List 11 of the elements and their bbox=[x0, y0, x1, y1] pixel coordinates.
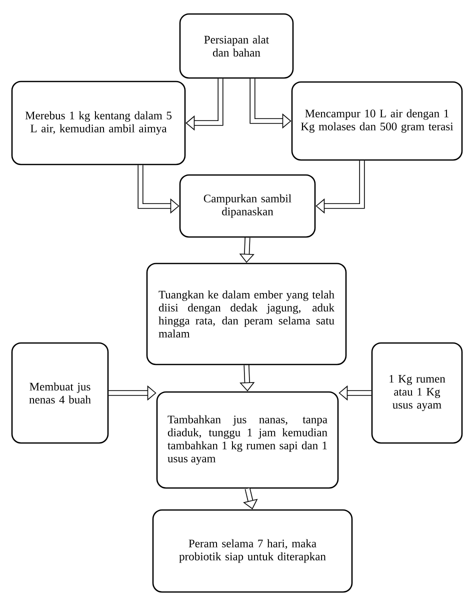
process-box: 1 Kg rumen atau 1 Kg usus ayam bbox=[371, 342, 463, 444]
process-box: Membuat jus nenas 4 buah bbox=[11, 342, 109, 444]
block-arrow bbox=[316, 160, 365, 214]
process-box: Campurkan sambil dipanaskan bbox=[179, 174, 316, 238]
process-box: Persiapan alat dan bahan bbox=[179, 13, 294, 79]
process-box: Merebus 1 kg kentang dalam 5 L air, kemudian ambil aimya bbox=[11, 80, 186, 166]
process-box: Peram selama 7 hari, maka probiotik siap untuk diterapkan bbox=[152, 509, 353, 593]
block-arrow bbox=[186, 78, 224, 131]
process-box: Mencampur 10 L air dengan 1 Kg molases dan 500 gram terasi bbox=[291, 81, 463, 161]
process-box: Tambahkan jus nanas, tanpa diaduk, tunggu 1 jam kemudian tambahkan 1 kg rumen sapi dan 1 usus ayam bbox=[156, 391, 339, 489]
process-box: Tuangkan ke dalam ember yang telah diisi dengan dedak jagung, aduk hingga rata, dan peram selama satu malam bbox=[146, 262, 347, 366]
